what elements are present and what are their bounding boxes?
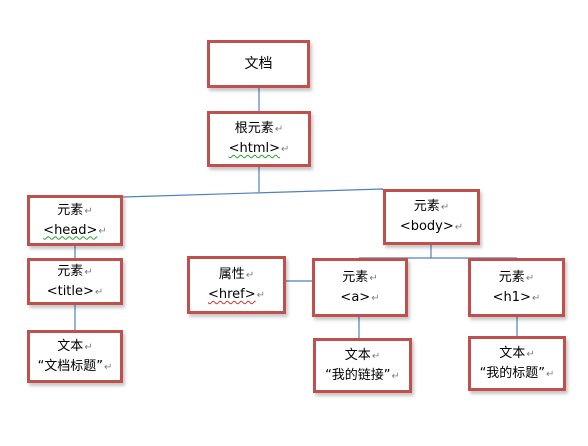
pilcrow-icon: ↵	[525, 272, 535, 284]
body-element-label: 元素	[413, 199, 440, 214]
pilcrow-icon: ↵	[371, 350, 381, 362]
link-text-label: 文本	[344, 347, 371, 363]
pilcrow-icon: ↵	[256, 290, 266, 301]
body-element-node: 元素↵ <body>↵	[383, 189, 480, 245]
document-node: 文档	[207, 40, 310, 88]
pilcrow-icon: ↵	[104, 361, 113, 373]
root-element-tag: <html>	[228, 141, 280, 156]
pilcrow-icon: ↵	[546, 368, 555, 380]
title-element-node: 元素↵ <title>↵	[27, 258, 123, 305]
pilcrow-icon: ↵	[94, 286, 104, 298]
title-text-node: 文本↵ “文档标题”↵	[27, 330, 123, 383]
heading-text-node: 文本↵ “我的标题”↵	[468, 336, 566, 391]
href-attribute-label: 属性	[218, 267, 245, 282]
href-attribute-node: 属性↵ <href>↵	[187, 256, 286, 314]
pilcrow-icon: ↵	[84, 205, 93, 217]
h1-element-node: 元素↵ <h1>↵	[468, 258, 565, 317]
root-element-label: 根元素	[234, 121, 274, 136]
a-element-label: 元素	[342, 269, 369, 285]
pilcrow-icon: ↵	[440, 202, 450, 213]
pilcrow-icon: ↵	[526, 348, 535, 360]
pilcrow-icon: ↵	[531, 292, 541, 304]
pilcrow-icon: ↵	[274, 124, 284, 135]
title-text-value: “文档标题”	[37, 358, 104, 374]
pilcrow-icon: ↵	[281, 144, 290, 155]
heading-text-label: 文本	[499, 345, 526, 361]
href-attribute-tag: <href>	[207, 287, 256, 302]
pilcrow-icon: ↵	[245, 270, 255, 281]
pilcrow-icon: ↵	[98, 225, 107, 237]
h1-element-tag: <h1>	[492, 289, 531, 305]
a-element-node: 元素↵ <a>↵	[312, 258, 408, 317]
heading-text-value: “我的标题”	[479, 365, 546, 381]
head-element-tag: <head>	[43, 222, 98, 238]
head-element-node: 元素↵ <head>↵	[27, 195, 123, 246]
a-element-tag: <a>	[340, 289, 371, 305]
head-element-label: 元素	[57, 202, 84, 218]
pilcrow-icon: ↵	[84, 341, 93, 353]
pilcrow-icon: ↵	[454, 222, 464, 233]
pilcrow-icon: ↵	[369, 272, 378, 284]
link-text-value: “我的链接”	[325, 367, 391, 383]
pilcrow-icon: ↵	[391, 370, 400, 382]
title-element-tag: <title>	[46, 283, 94, 299]
link-text-node: 文本↵ “我的链接”↵	[313, 338, 412, 393]
title-element-label: 元素	[57, 263, 84, 279]
pilcrow-icon: ↵	[84, 266, 93, 278]
root-element-node: 根元素↵ <html>↵	[207, 111, 311, 167]
pilcrow-icon: ↵	[371, 292, 380, 304]
document-label: 文档	[244, 55, 273, 72]
h1-element-label: 元素	[498, 269, 525, 285]
title-text-label: 文本	[57, 338, 84, 354]
connector-head-body-branch	[122, 188, 384, 198]
body-element-tag: <body>	[399, 219, 454, 234]
